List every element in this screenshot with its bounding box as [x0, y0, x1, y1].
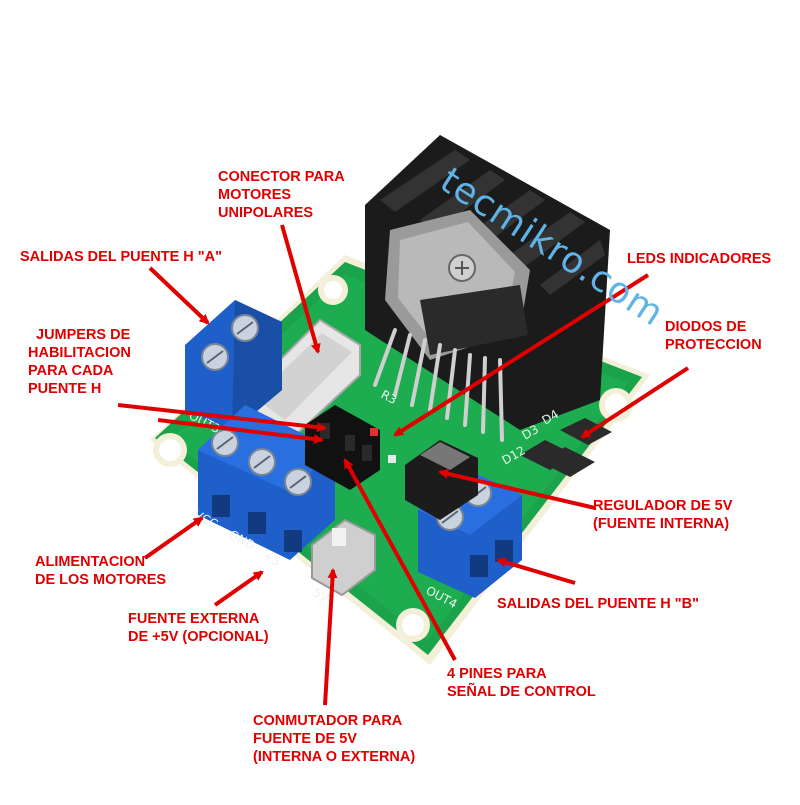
label-jumpers: JUMPERS DE HABILITACION PARA CADA PUENTE…: [28, 327, 131, 397]
heatsink: [365, 135, 610, 430]
l298-pins: [373, 328, 504, 442]
label-diodos: DIODOS DE PROTECCION: [665, 319, 762, 353]
arrow-regulador: [438, 468, 596, 510]
arrow-alimentacion: [143, 516, 204, 560]
label-salidas-b: SALIDAS DEL PUENTE H "B": [497, 596, 700, 612]
arrow-leds: [393, 273, 650, 437]
silk-r3: R3: [379, 387, 400, 407]
arrow-conmutador: [323, 568, 338, 706]
label-fuente-externa: FUENTE EXTERNA DE +5V (OPCIONAL): [128, 611, 269, 645]
label-conmutador: CONMUTADOR PARA FUENTE DE 5V (INTERNA O …: [253, 713, 416, 765]
terminal-block-a: [185, 300, 282, 432]
arrow-pines: [343, 458, 457, 661]
label-alimentacion: ALIMENTACION DE LOS MOTORES: [35, 554, 167, 588]
silk-5v: 5V: [311, 585, 332, 605]
arrow-jumpers-1: [117, 403, 327, 433]
arrow-salidas-a: [148, 266, 210, 325]
label-pines: 4 PINES PARA SEÑAL DE CONTROL: [447, 666, 596, 700]
label-leds: LEDS INDICADORES: [627, 251, 772, 267]
arrow-salidas-b: [496, 557, 576, 585]
arrow-fuente-externa: [213, 570, 264, 607]
arrow-jumpers-2: [157, 418, 324, 444]
label-conector-unipolares: CONECTOR PARA MOTORES UNIPOLARES: [218, 169, 345, 221]
terminal-block-power: [198, 405, 335, 560]
indicator-leds: [370, 428, 396, 463]
arrow-conector: [280, 224, 321, 354]
label-salidas-a: SALIDAS DEL PUENTE H "A": [20, 249, 223, 265]
voltage-regulator: [405, 440, 478, 520]
label-regulador: REGULADOR DE 5V (FUENTE INTERNA): [593, 498, 733, 532]
arrow-diodos: [580, 366, 690, 439]
